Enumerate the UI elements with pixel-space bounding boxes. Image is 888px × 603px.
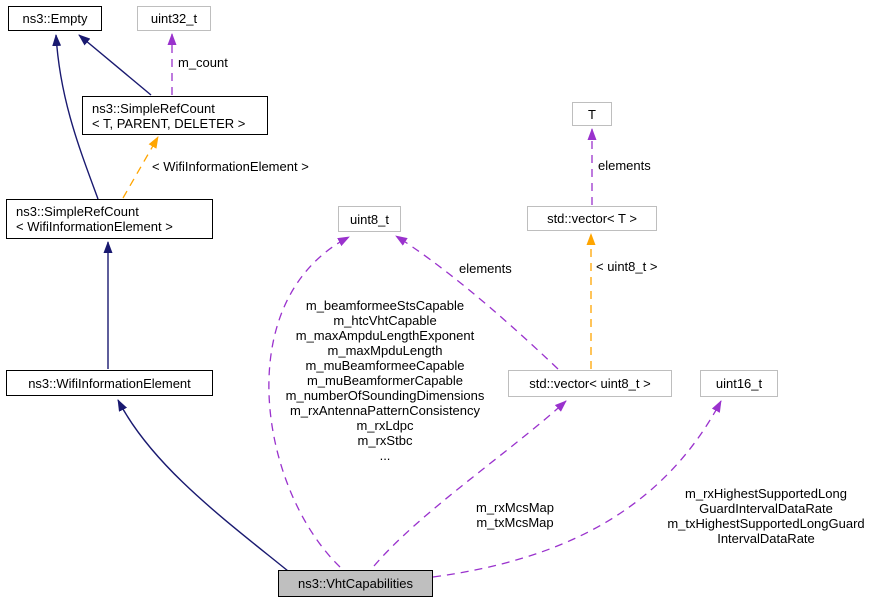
edge-inherit-simplerefcount-wifi-to-empty xyxy=(52,34,99,200)
edge-label-member-fields: m_beamformeeStsCapable m_htcVhtCapable m… xyxy=(285,298,485,463)
class-name: ns3::SimpleRefCount < WifiInformationEle… xyxy=(16,204,173,234)
node-ns3-simplerefcount-template[interactable]: ns3::SimpleRefCount < T, PARENT, DELETER… xyxy=(82,96,268,135)
edge-inherit-vhtcapabilities-to-wifiinformationelement xyxy=(117,399,289,572)
node-ns3-empty[interactable]: ns3::Empty xyxy=(8,6,102,31)
edge-inherit-simplerefcount-template-to-empty xyxy=(78,34,152,96)
edge-label-m-count: m_count xyxy=(178,55,228,70)
node-ns3-simplerefcount-wifiinformationelement[interactable]: ns3::SimpleRefCount < WifiInformationEle… xyxy=(6,199,213,239)
node-std-vector-uint8-t: std::vector< uint8_t > xyxy=(508,370,672,397)
class-name: ns3::VhtCapabilities xyxy=(298,576,413,591)
type-name: T xyxy=(588,106,596,122)
node-uint16-t: uint16_t xyxy=(700,370,778,397)
type-name: std::vector< T > xyxy=(547,211,637,226)
edge-label-template-uint8: < uint8_t > xyxy=(596,259,658,274)
type-name: uint8_t xyxy=(349,211,390,227)
node-uint8-t: uint8_t xyxy=(338,206,401,232)
edge-label-elements-t: elements xyxy=(598,158,651,173)
class-name: ns3::SimpleRefCount < T, PARENT, DELETER… xyxy=(92,100,246,131)
edge-label-mcs-maps: m_rxMcsMap m_txMcsMap xyxy=(475,500,554,530)
type-name: uint16_t xyxy=(715,376,763,391)
node-ns3-wifiinformationelement[interactable]: ns3::WifiInformationElement xyxy=(6,370,213,396)
edge-use-vector-elements-uint8 xyxy=(395,235,559,370)
edge-label-template-wifiinformationelement: < WifiInformationElement > xyxy=(152,159,309,174)
type-name: uint32_t xyxy=(150,11,198,26)
edge-label-elements-uint8: elements xyxy=(459,261,512,276)
node-uint32-t: uint32_t xyxy=(137,6,211,31)
node-ns3-vhtcapabilities: ns3::VhtCapabilities xyxy=(278,570,433,597)
type-name: std::vector< uint8_t > xyxy=(529,376,651,391)
edge-template-simplerefcount-instantiation xyxy=(122,136,159,199)
node-t: T xyxy=(572,102,612,126)
node-std-vector-t: std::vector< T > xyxy=(527,206,657,231)
class-name: ns3::Empty xyxy=(22,11,88,26)
edge-use-vht-mcsmap-vector xyxy=(373,400,567,567)
edge-label-highest-supported-rates: m_rxHighestSupportedLong GuardIntervalDa… xyxy=(667,486,865,546)
edge-use-vht-member-fields-uint8 xyxy=(268,236,350,568)
class-name: ns3::WifiInformationElement xyxy=(28,375,191,391)
